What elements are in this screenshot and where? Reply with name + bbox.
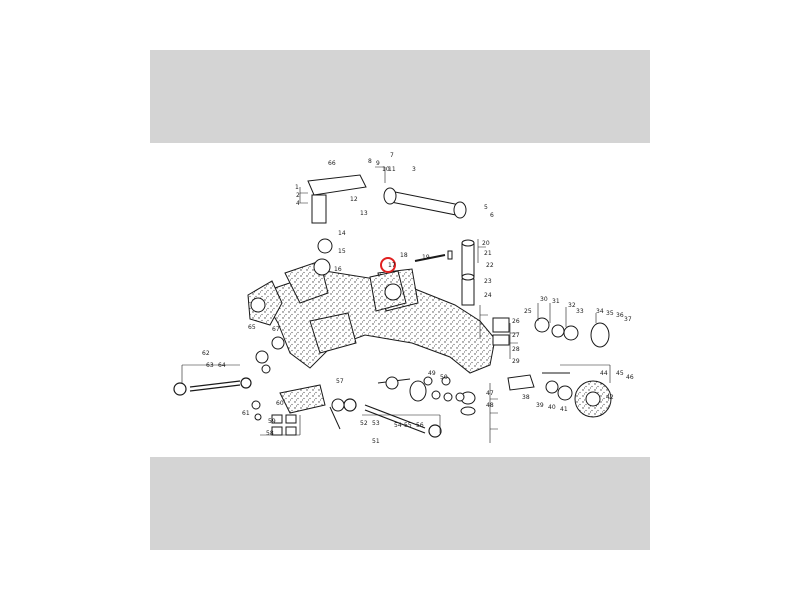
part-label-51: 51 [372,438,380,445]
part-label-19: 19 [422,254,430,261]
part-label-58: 58 [266,430,274,437]
part-label-65: 65 [248,324,256,331]
steering-arm-upper [307,174,467,276]
part-label-2: 2 [296,192,300,199]
part-label-21: 21 [484,250,492,257]
part-label-12: 12 [350,196,358,203]
part-label-40: 40 [548,404,556,411]
part-label-59: 59 [268,418,276,425]
part-label-7: 7 [390,152,394,159]
part-label-54: 54 [394,422,402,429]
part-label-10: 10 [382,166,390,173]
part-label-22: 22 [486,262,494,269]
part-label-17: 17 [388,262,396,269]
part-label-9: 9 [376,160,380,167]
part-label-38: 38 [522,394,530,401]
part-label-24: 24 [484,292,492,299]
part-label-39: 39 [536,402,544,409]
part-label-34: 34 [596,308,604,315]
part-label-6: 6 [490,212,494,219]
part-label-36: 36 [616,312,624,319]
part-label-25: 25 [524,308,532,315]
diagram-canvas: 6689101173124561213141516171819202122232… [173,152,634,445]
part-label-48: 48 [486,402,494,409]
part-label-47: 47 [486,390,494,397]
part-label-61: 61 [242,410,250,417]
part-label-4: 4 [296,200,300,207]
part-label-60: 60 [276,400,284,407]
part-label-53: 53 [372,420,380,427]
part-label-57: 57 [336,378,344,385]
part-label-45: 45 [616,370,624,377]
bottom-gray-band [150,457,650,550]
part-label-18: 18 [400,252,408,259]
part-label-50: 50 [440,374,448,381]
part-label-15: 15 [338,248,346,255]
part-label-28: 28 [512,346,520,353]
part-label-31: 31 [552,298,560,305]
part-label-20: 20 [482,240,490,247]
part-label-35: 35 [606,310,614,317]
part-label-1: 1 [295,184,299,191]
part-label-56: 56 [416,422,424,429]
kingpin-right [460,239,510,416]
part-label-67: 67 [272,326,280,333]
part-label-5: 5 [484,204,488,211]
part-label-55: 55 [404,422,412,429]
part-label-27: 27 [512,332,520,339]
part-label-66: 66 [328,160,336,167]
tie-rod [173,377,442,438]
part-label-23: 23 [484,278,492,285]
highlight-ring [380,257,396,273]
part-label-42: 42 [606,394,614,401]
part-label-44: 44 [600,370,608,377]
top-gray-band [150,50,650,143]
steering-knuckle-left [247,280,283,326]
part-label-16: 16 [334,266,342,273]
part-label-3: 3 [412,166,416,173]
part-label-8: 8 [368,158,372,165]
part-label-52: 52 [360,420,368,427]
wheel-hub-right [507,317,612,418]
part-label-13: 13 [360,210,368,217]
part-label-11: 11 [388,166,396,173]
part-label-64: 64 [218,362,226,369]
part-label-49: 49 [428,370,436,377]
highlighted-bushing-group [369,250,453,312]
lower-left-parts [251,336,345,436]
part-label-63: 63 [206,362,214,369]
part-label-30: 30 [540,296,548,303]
part-label-62: 62 [202,350,210,357]
part-label-29: 29 [512,358,520,365]
part-label-46: 46 [626,374,634,381]
part-label-33: 33 [576,308,584,315]
part-label-32: 32 [568,302,576,309]
part-label-14: 14 [338,230,346,237]
leader-lines [181,166,611,443]
drag-link-middle [377,376,465,402]
part-label-37: 37 [624,316,632,323]
part-label-26: 26 [512,318,520,325]
part-label-41: 41 [560,406,568,413]
